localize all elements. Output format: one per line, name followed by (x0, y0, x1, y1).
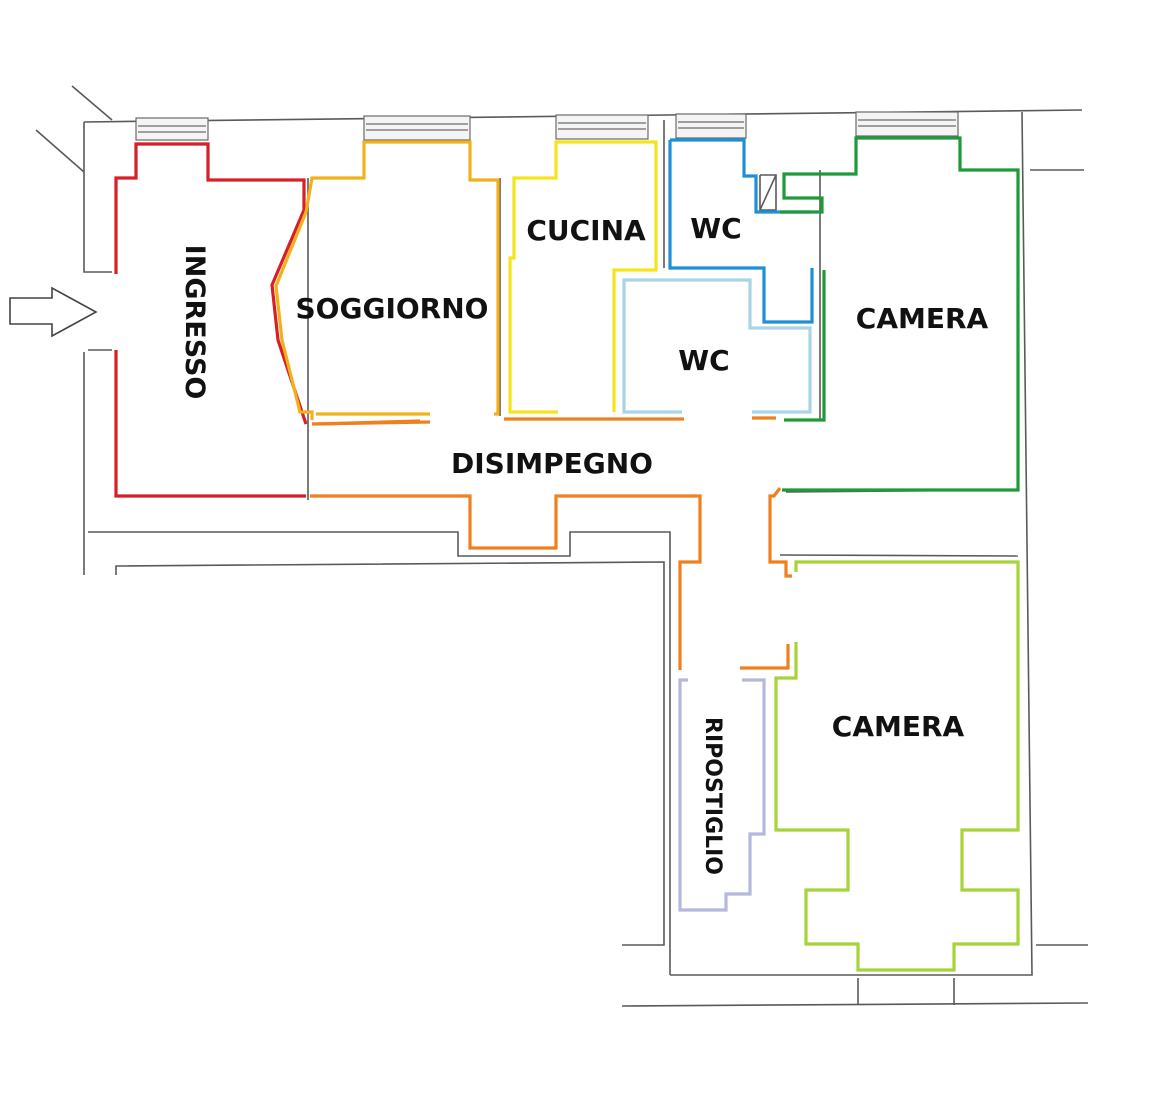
soggiorno-outline (274, 140, 500, 420)
wc-upper-outline (668, 140, 814, 324)
label-wc-upper: WC (690, 212, 741, 245)
disimpegno-outline-right (768, 487, 792, 578)
label-camera-upper: CAMERA (856, 302, 989, 335)
label-wc-lower: WC (678, 344, 729, 377)
label-ingresso: INGRESSO (179, 245, 210, 400)
label-disimpegno: DISIMPEGNO (451, 447, 653, 480)
windows (135, 111, 959, 141)
ripostiglio-outline (678, 678, 766, 912)
label-cucina: CUCINA (526, 214, 646, 247)
label-ripostiglio: RIPOSTIGLIO (700, 717, 725, 875)
label-soggiorno: SOGGIORNO (296, 292, 489, 325)
entrance-arrow-icon (9, 286, 98, 338)
disimpegno-outline-closet (740, 644, 790, 670)
camera-lower-outline (774, 560, 1020, 972)
camera-upper-outline-main (780, 136, 1020, 492)
wc-upper-outline-top (670, 138, 810, 214)
ingresso-outline (114, 142, 308, 425)
ingresso-outline-lower (114, 350, 306, 498)
disimpegno-outline-bottom (310, 494, 702, 670)
label-camera-lower: CAMERA (832, 710, 965, 743)
wc-lower-outline (622, 278, 812, 414)
cucina-outline (508, 140, 658, 414)
disimpegno-outline-top (317, 419, 421, 426)
camera-upper-outline (784, 270, 826, 422)
